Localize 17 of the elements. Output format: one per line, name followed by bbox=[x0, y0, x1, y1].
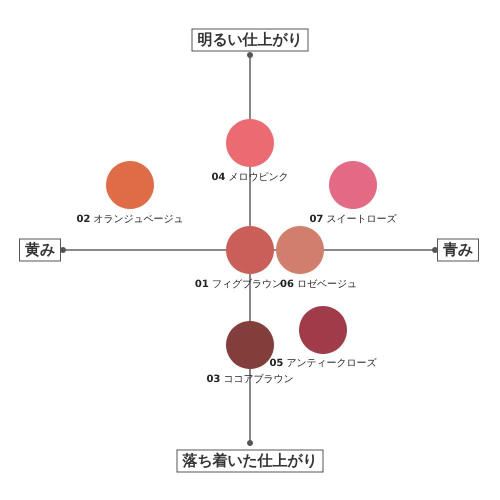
shade-label: 01 フィグブラウン bbox=[194, 278, 282, 291]
color-swatch-circle bbox=[226, 119, 274, 167]
shade-label: 04 メロウピンク bbox=[211, 171, 289, 184]
axis-label-box: 青み bbox=[437, 238, 479, 262]
shade-label: 07 スイートローズ bbox=[309, 213, 397, 226]
shade-label: 05 アンティークローズ bbox=[269, 357, 377, 370]
shade-label: 03 ココアブラウン bbox=[206, 372, 294, 386]
color-swatch-circle bbox=[226, 226, 274, 274]
color-swatch-circle bbox=[106, 161, 154, 209]
shade-label: 06 ロゼベージュ bbox=[280, 278, 358, 291]
axis-label-box: 落ち着いた仕上がり bbox=[176, 450, 324, 472]
axis-label-box: 黄み bbox=[19, 238, 61, 262]
color-swatch-circle bbox=[299, 306, 347, 354]
shade-label: 02 オランジュベージュ bbox=[76, 213, 184, 226]
color-swatch-circle bbox=[276, 226, 324, 274]
color-swatch-circle bbox=[329, 161, 377, 209]
axis-label-box: 明るい仕上がり bbox=[192, 28, 308, 52]
